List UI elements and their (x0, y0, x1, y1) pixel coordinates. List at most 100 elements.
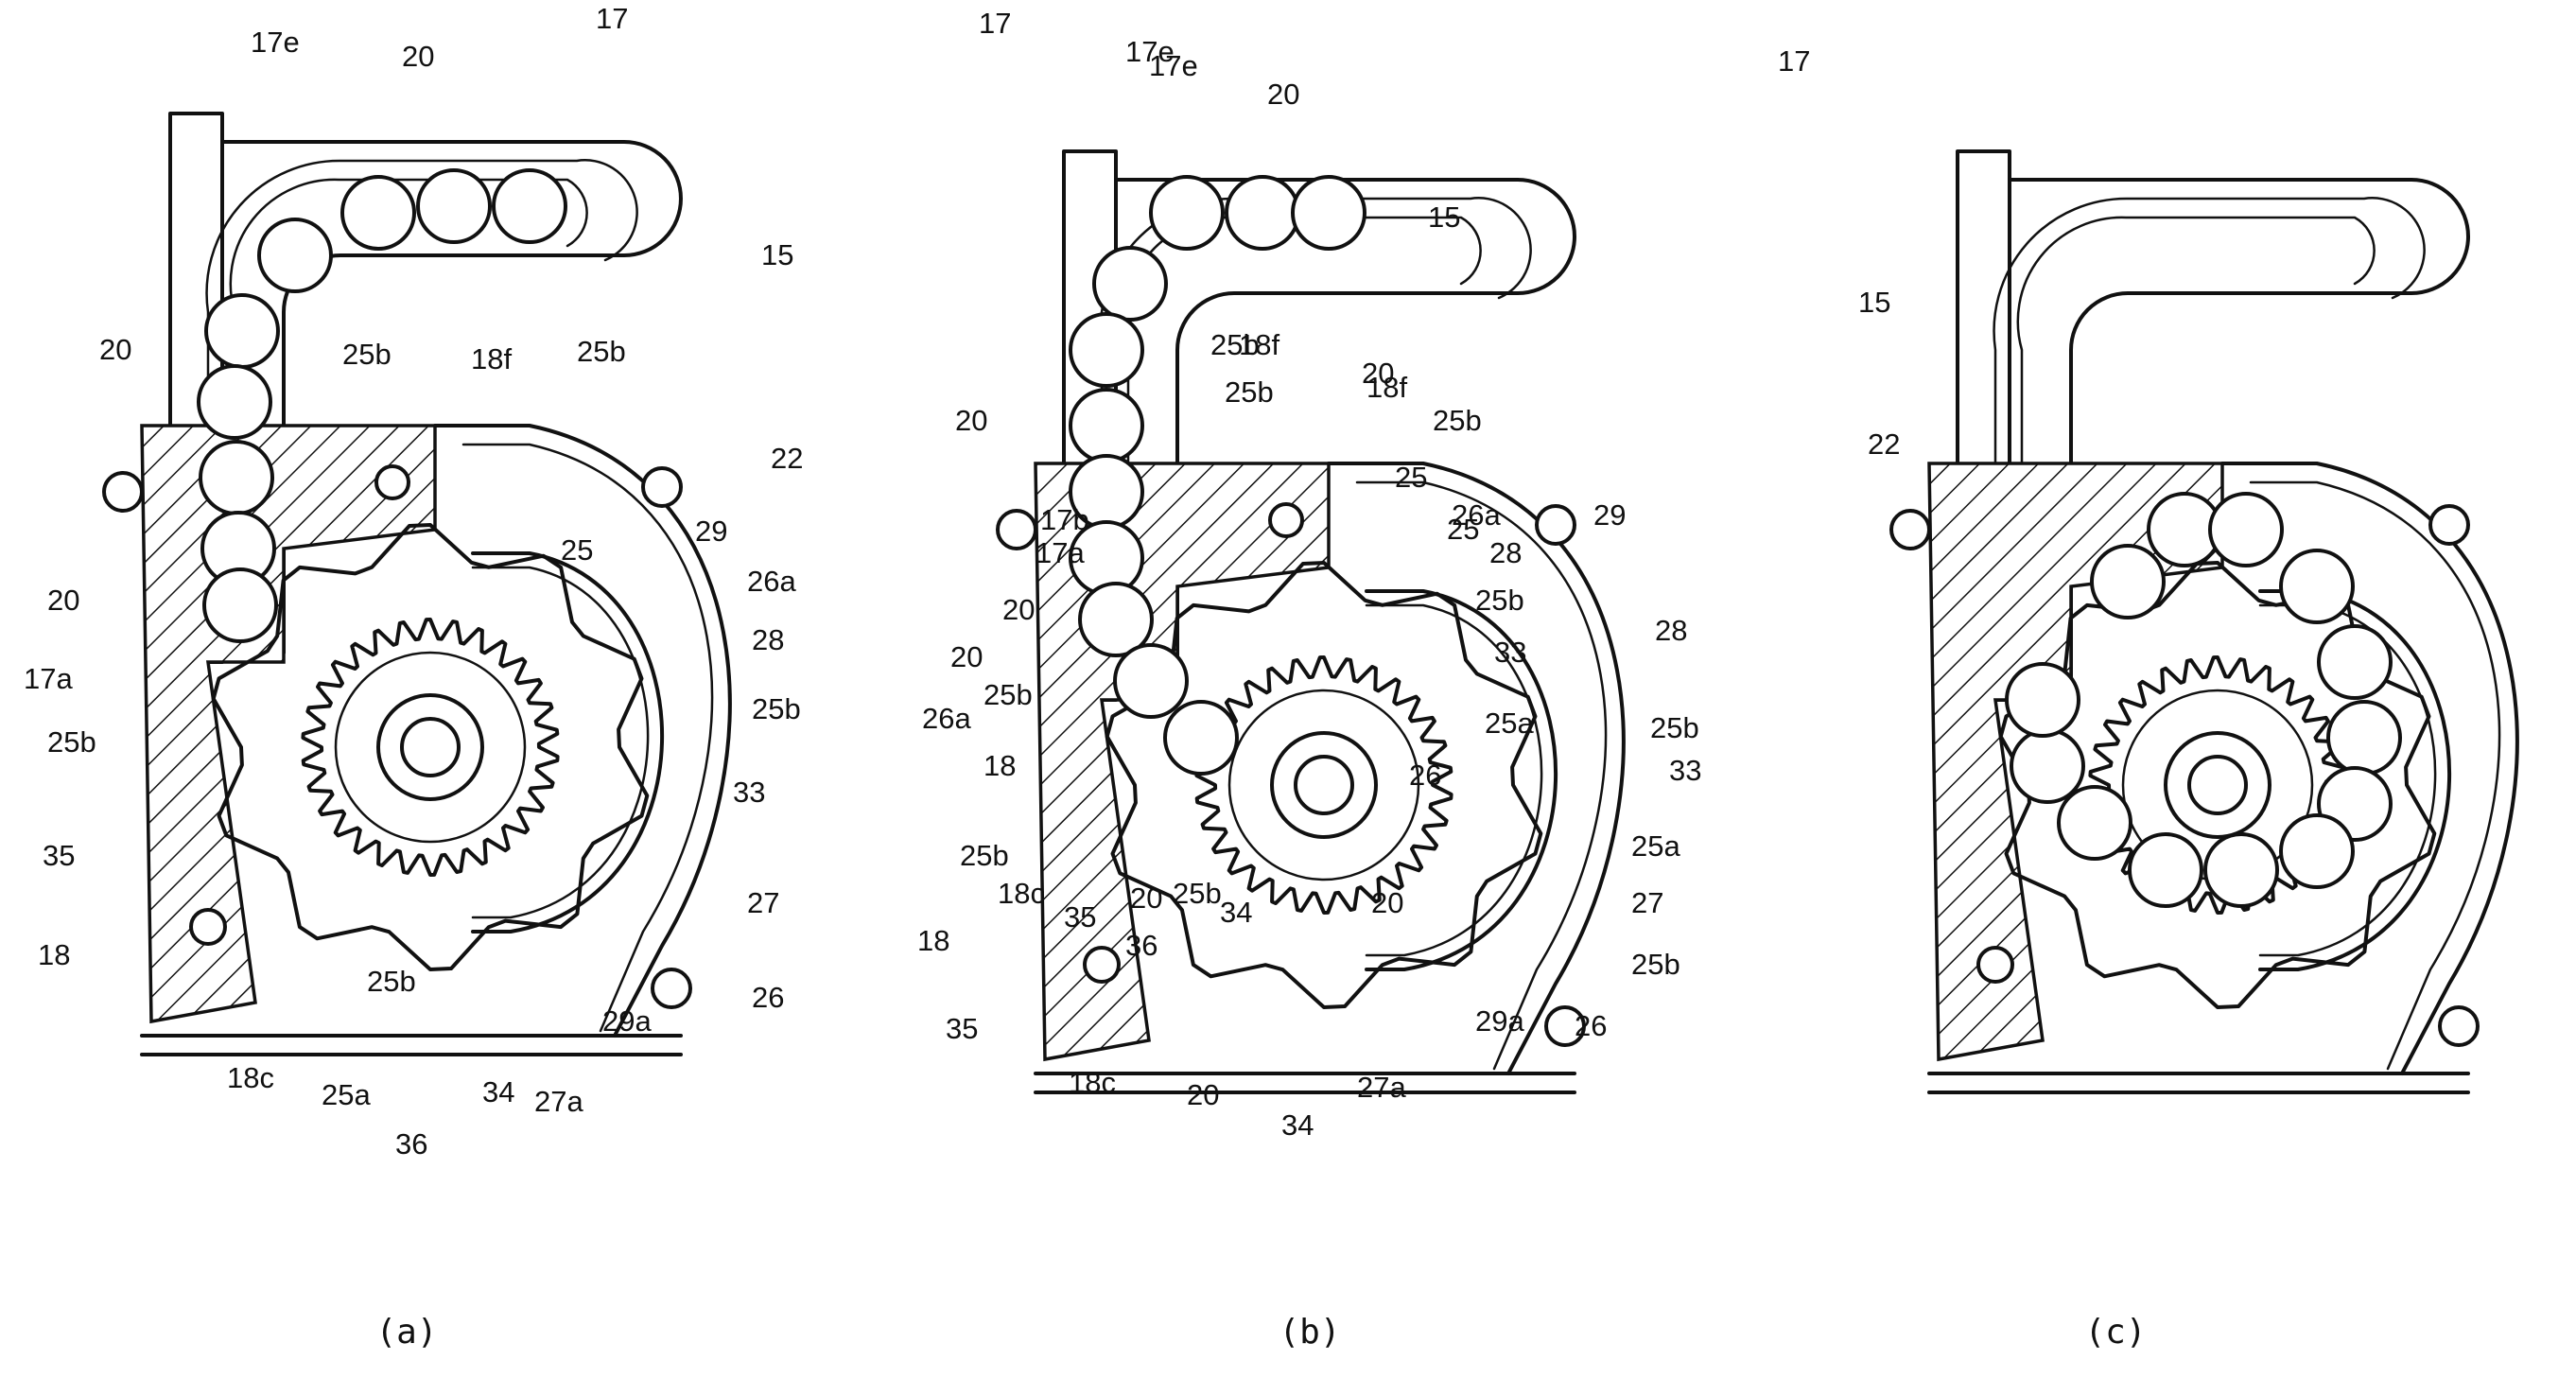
part-label: 29a (602, 1004, 652, 1038)
ball-20 (1069, 312, 1144, 388)
ball-20 (340, 175, 416, 251)
part-label: 25b (577, 335, 626, 368)
casing-bolt-hole (2428, 504, 2470, 546)
part-label: 25b (342, 338, 392, 371)
part-label: 20 (950, 640, 983, 673)
ball-20 (2279, 549, 2355, 624)
ball-20 (1069, 388, 1144, 463)
part-label: 34 (1220, 896, 1252, 929)
casing-bolt-hole (2438, 1005, 2480, 1047)
guide-rail-29 (2258, 589, 2451, 971)
part-label: 26 (1575, 1009, 1607, 1042)
casing-inner-wall (1355, 480, 1608, 1071)
part-label: 18 (983, 749, 1016, 782)
part-label: 26a (922, 702, 971, 735)
ball-20 (2317, 624, 2393, 700)
part-label: 20 (1002, 593, 1035, 626)
part-label: 29a (1475, 1004, 1524, 1038)
ball-20 (199, 440, 274, 515)
part-label: 28 (752, 623, 784, 656)
part-label: 27 (1631, 886, 1663, 919)
part-label: 25a (1485, 707, 1534, 740)
part-label: 20 (1187, 1078, 1219, 1111)
part-label: 25b (1650, 711, 1699, 744)
part-label: 25b (752, 692, 801, 725)
ball-20 (2010, 728, 2085, 804)
tube-hatched-wall (1993, 197, 2426, 683)
part-label: 25b (1210, 328, 1260, 361)
ball-feed-tube (1956, 149, 2470, 702)
part-label: 25b (960, 839, 1009, 872)
housing-bolt-hole (1083, 946, 1121, 984)
casing-22 (102, 424, 732, 1038)
rotor-25 (211, 523, 650, 971)
ball-20 (1291, 175, 1366, 251)
ball-20 (1149, 175, 1225, 251)
part-label: 25b (1631, 948, 1680, 981)
part-label: 15 (1428, 201, 1460, 234)
tube-outer-wall (1114, 178, 1576, 692)
part-label: 26 (752, 981, 784, 1014)
casing-22 (996, 462, 1626, 1075)
gear-ring (1227, 689, 1420, 881)
casing-inner-wall (461, 443, 714, 1033)
ball-20 (1225, 175, 1300, 251)
ball-20 (197, 364, 272, 440)
ball-20 (1163, 700, 1239, 776)
casing-22 (1889, 462, 2519, 1075)
ball-20 (2203, 832, 2279, 908)
part-label: 17b (1040, 503, 1089, 536)
part-label: 20 (1267, 78, 1299, 111)
part-label: 20 (1362, 357, 1394, 390)
casing-outer-wall (433, 424, 732, 1038)
rotor-25 (1105, 561, 1543, 1009)
ball-20 (202, 567, 278, 643)
tube-outer-wall (2008, 178, 2470, 692)
part-label: 18c (1069, 1066, 1116, 1099)
part-label: 18 (917, 924, 949, 957)
part-label: 35 (1064, 900, 1096, 934)
hub-inner (2187, 755, 2248, 815)
part-label: 36 (1125, 929, 1157, 962)
part-label: 17e (1149, 49, 1198, 82)
part-label: 25a (322, 1078, 371, 1111)
casing-bolt-hole (1889, 509, 1931, 550)
part-label: 20 (955, 404, 987, 437)
part-label: 25 (1447, 513, 1479, 546)
part-label: 25b (47, 725, 96, 759)
casing-bolt-hole (102, 471, 144, 513)
part-label: 20 (402, 40, 434, 73)
part-label: 34 (1281, 1108, 1314, 1142)
part-label: 22 (1868, 428, 1900, 461)
ball-20 (2326, 700, 2402, 776)
ball-20 (2090, 544, 2166, 619)
casing-bolt-hole (651, 968, 692, 1009)
casing-outer-wall (2220, 462, 2519, 1075)
casing-bolt-hole (641, 466, 683, 508)
panel-caption: (c) (2084, 1313, 2146, 1352)
housing-bolt-hole (1268, 502, 1304, 538)
ball-20 (204, 293, 280, 369)
part-label: 17 (979, 7, 1011, 40)
ball-20 (257, 218, 333, 293)
casing-bolt-hole (1535, 504, 1576, 546)
part-label: 17a (24, 662, 73, 695)
part-label: 18f (471, 342, 512, 375)
part-label: 26a (747, 565, 796, 598)
part-label: 25b (983, 678, 1033, 711)
part-label: 25b (1433, 404, 1482, 437)
part-label: 25b (1173, 877, 1222, 910)
gear-26 (1194, 655, 1453, 915)
part-label: 34 (482, 1075, 514, 1108)
part-label: 33 (733, 776, 765, 809)
ball-20 (2005, 662, 2080, 738)
gear-ring (334, 651, 527, 844)
gear-26 (301, 618, 560, 877)
casing-bolt-hole (996, 509, 1037, 550)
ball-20 (1078, 582, 1154, 657)
part-label: 18c (998, 877, 1045, 910)
